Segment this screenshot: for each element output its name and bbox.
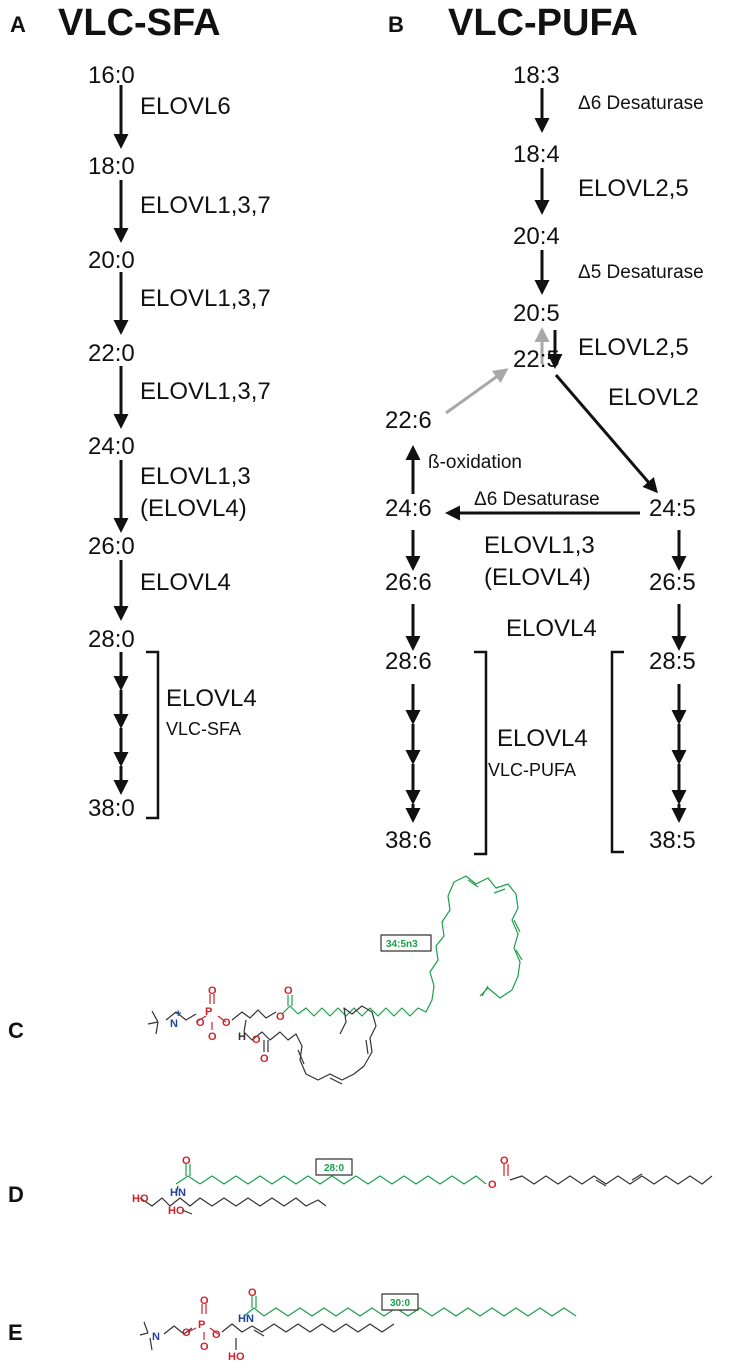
- fa-28-6: 28:6: [385, 648, 432, 675]
- svg-text:O: O: [212, 1329, 221, 1341]
- svg-text:O: O: [248, 1287, 257, 1299]
- svg-text:O: O: [196, 1017, 205, 1029]
- fa-38-0: 38:0: [88, 795, 135, 822]
- fa-20-4: 20:4: [513, 223, 560, 250]
- svg-text:O: O: [182, 1155, 191, 1167]
- beta-oxidation-label: ß-oxidation: [428, 452, 522, 473]
- fa-16-0: 16:0: [88, 62, 135, 89]
- fa-22-5: 22:5: [513, 346, 560, 373]
- fa-24-0: 24:0: [88, 433, 135, 460]
- panel-label-b: B: [388, 12, 404, 37]
- enzyme-elovl2: ELOVL2: [608, 384, 699, 411]
- fa-24-6: 24:6: [385, 495, 432, 522]
- panel-label-c: C: [8, 1018, 24, 1043]
- enzyme-elovl4-b: ELOVL4: [506, 615, 597, 642]
- lipid-c-badge: 34:5n3: [386, 939, 418, 950]
- svg-text:O: O: [500, 1155, 509, 1167]
- svg-text:+: +: [175, 1008, 181, 1020]
- svg-text:HN: HN: [238, 1313, 254, 1325]
- svg-text:P: P: [205, 1006, 212, 1018]
- svg-text:N: N: [152, 1331, 160, 1343]
- enzyme-elovl137-a: ELOVL1,3,7: [140, 192, 271, 219]
- fa-18-0: 18:0: [88, 153, 135, 180]
- enzyme-delta6-desaturase-b: Δ6 Desaturase: [474, 489, 600, 510]
- fa-18-3: 18:3: [513, 62, 560, 89]
- enzyme-elovl13-b: ELOVL1,3: [484, 532, 595, 559]
- panel-title-vlc-pufa: VLC-PUFA: [448, 2, 638, 44]
- svg-text:N: N: [170, 1018, 178, 1030]
- svg-text:O: O: [276, 1011, 285, 1023]
- bracket-label-elovl4-pufa: ELOVL4: [497, 725, 588, 752]
- svg-text:O: O: [252, 1034, 261, 1046]
- svg-text:P: P: [198, 1319, 205, 1331]
- enzyme-elovl4-paren: (ELOVL4): [140, 495, 247, 522]
- fa-38-6: 38:6: [385, 827, 432, 854]
- svg-text:HO: HO: [228, 1351, 245, 1363]
- enzyme-elovl137-b: ELOVL1,3,7: [140, 285, 271, 312]
- enzyme-elovl25-a: ELOVL2,5: [578, 175, 689, 202]
- fa-18-4: 18:4: [513, 141, 560, 168]
- svg-text:O: O: [182, 1327, 191, 1339]
- fa-20-0: 20:0: [88, 247, 135, 274]
- enzyme-elovl13: ELOVL1,3: [140, 463, 251, 490]
- panel-label-d: D: [8, 1182, 24, 1207]
- enzyme-delta6-desaturase: Δ6 Desaturase: [578, 93, 704, 114]
- lipid-d-badge: 28:0: [324, 1163, 344, 1174]
- enzyme-elovl6: ELOVL6: [140, 93, 231, 120]
- enzyme-elovl137-c: ELOVL1,3,7: [140, 378, 271, 405]
- panel-label-e: E: [8, 1320, 23, 1345]
- bracket-sublabel-vlc-pufa: VLC-PUFA: [488, 760, 577, 780]
- fa-28-0: 28:0: [88, 626, 135, 653]
- bracket-label-elovl4-sfa: ELOVL4: [166, 685, 257, 712]
- fa-20-5: 20:5: [513, 300, 560, 327]
- enzyme-delta5-desaturase: Δ5 Desaturase: [578, 262, 704, 283]
- panel-label-a: A: [10, 12, 26, 37]
- svg-text:O: O: [222, 1017, 231, 1029]
- enzyme-elovl25-b: ELOVL2,5: [578, 334, 689, 361]
- panel-title-vlc-sfa: VLC-SFA: [58, 2, 221, 44]
- svg-text:O: O: [200, 1341, 209, 1353]
- bracket-sublabel-vlc-sfa: VLC-SFA: [166, 719, 242, 739]
- fa-26-5: 26:5: [649, 569, 696, 596]
- svg-text:HO: HO: [168, 1205, 185, 1217]
- svg-text:HN: HN: [170, 1187, 186, 1199]
- fa-26-0: 26:0: [88, 533, 135, 560]
- fa-28-5: 28:5: [649, 648, 696, 675]
- enzyme-elovl4-paren-b: (ELOVL4): [484, 564, 591, 591]
- svg-text:O: O: [260, 1053, 269, 1065]
- fa-38-5: 38:5: [649, 827, 696, 854]
- enzyme-elovl4: ELOVL4: [140, 569, 231, 596]
- fa-24-5: 24:5: [649, 495, 696, 522]
- fa-22-6: 22:6: [385, 407, 432, 434]
- svg-text:O: O: [208, 985, 217, 997]
- fa-26-6: 26:6: [385, 569, 432, 596]
- fa-22-0: 22:0: [88, 340, 135, 367]
- svg-text:O: O: [200, 1295, 209, 1307]
- pathway-arrows: [113, 85, 687, 856]
- svg-text:H: H: [238, 1031, 246, 1043]
- svg-text:O: O: [488, 1179, 497, 1191]
- svg-text:O: O: [284, 985, 293, 997]
- svg-text:O: O: [208, 1031, 217, 1043]
- lipid-e-badge: 30:0: [390, 1298, 410, 1309]
- svg-text:HO: HO: [132, 1193, 149, 1205]
